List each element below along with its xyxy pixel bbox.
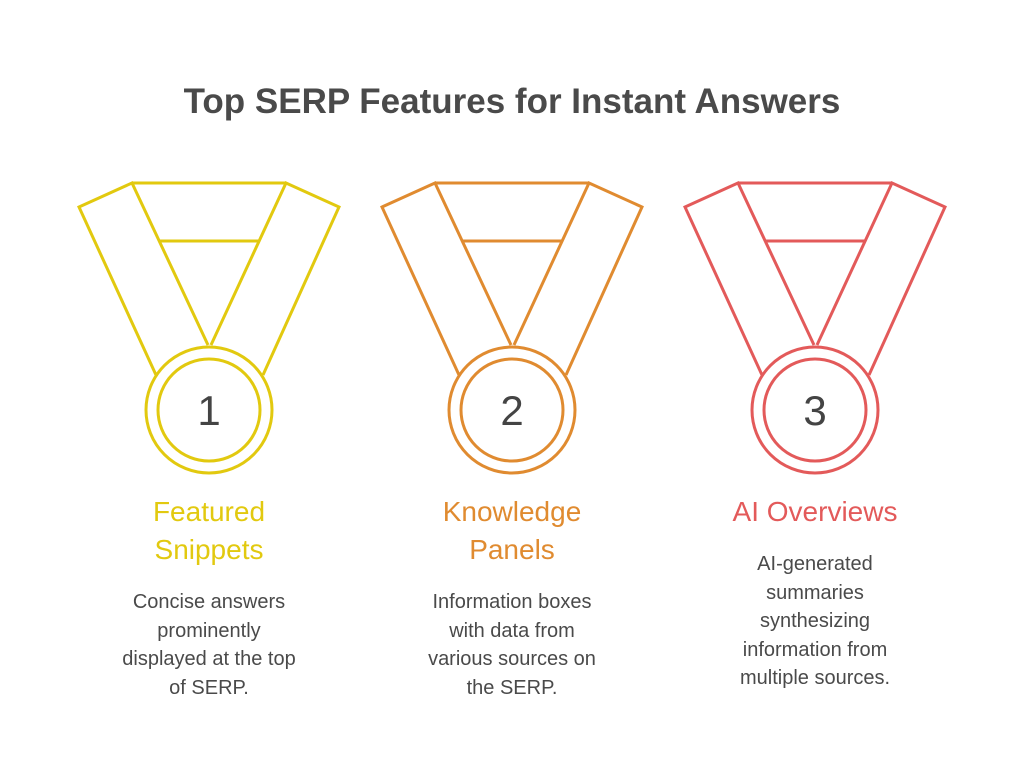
item-description: AI-generated summaries synthesizing info… (695, 550, 935, 693)
medal-icon: 1 (77, 181, 341, 475)
item-heading: AI Overviews (695, 493, 935, 531)
description-line: with data from (449, 619, 575, 642)
ribbon-right (815, 181, 947, 376)
medal-inner-ring (156, 357, 262, 463)
description-line: Concise answers (132, 591, 286, 613)
page-title: Top SERP Features for Instant Answers (183, 82, 841, 121)
medal-inner-ring (459, 357, 565, 463)
description-line: Information boxes (432, 591, 592, 613)
medal-icon: 2 (380, 181, 644, 475)
heading-line: Panels (469, 534, 555, 565)
description-line: multiple sources. (739, 667, 891, 689)
medal-inner-ring (762, 357, 868, 463)
item-heading: Knowledge Panels (392, 493, 632, 569)
item-3: AI Overviews AI-generated summaries synt… (695, 493, 935, 693)
item-2: Knowledge Panels Information boxes with … (392, 493, 632, 702)
medal-icon: 3 (683, 181, 947, 475)
item-1: Featured Snippets Concise answers promin… (89, 493, 329, 702)
rank-number: 1 (197, 387, 220, 434)
description-line: synthesizing (759, 610, 871, 632)
ribbon-left (77, 181, 210, 376)
description-line: various sources on (428, 648, 596, 670)
description-line: information from (742, 638, 888, 661)
ribbon-left (380, 181, 513, 376)
description-line: displayed at the top (122, 648, 296, 670)
ribbon-right (512, 181, 644, 376)
rank-number: 2 (500, 387, 523, 434)
heading-line: AI Overviews (732, 496, 898, 527)
heading-line: Snippets (154, 534, 264, 565)
description-line: of SERP. (169, 676, 249, 699)
description-line: prominently (157, 619, 261, 642)
item-heading: Featured Snippets (89, 493, 329, 569)
description-line: the SERP. (466, 676, 558, 699)
ribbon-left (683, 181, 816, 376)
item-description: Information boxes with data from various… (392, 588, 632, 702)
rank-number: 3 (803, 387, 826, 434)
item-description: Concise answers prominently displayed at… (89, 588, 329, 702)
description-line: summaries (766, 581, 864, 604)
heading-line: Featured (152, 496, 266, 527)
description-line: AI-generated (757, 553, 873, 575)
ribbon-right (209, 181, 341, 376)
heading-line: Knowledge (442, 496, 582, 527)
